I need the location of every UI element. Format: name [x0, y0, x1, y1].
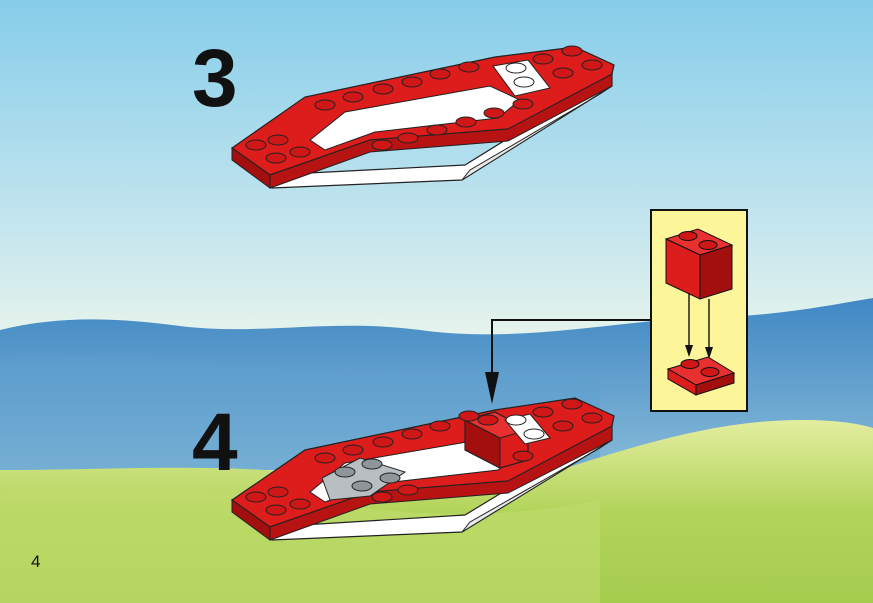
boat-hull-icon [230, 45, 615, 189]
sub-assembly-callout [650, 209, 748, 412]
page-number: 4 [31, 552, 41, 571]
red-brick-icon [664, 228, 736, 396]
step-number-3: 3 [192, 33, 238, 124]
boat-hull-with-brick-icon [230, 397, 615, 541]
step-number-4: 4 [192, 397, 238, 488]
